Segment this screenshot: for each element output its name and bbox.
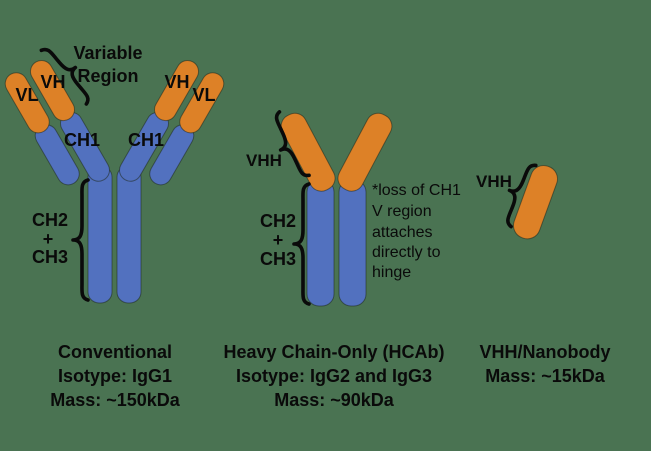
vl-label-left: VL xyxy=(15,85,38,105)
conventional-ch2-label: CH2 xyxy=(32,210,68,230)
hcab-note-line3: attaches xyxy=(372,224,432,241)
ch1-label-left: CH1 xyxy=(64,130,100,150)
conventional-plus-label: + xyxy=(43,229,54,249)
vl-label-right: VL xyxy=(192,85,215,105)
hcab-vhh-domain-left xyxy=(280,112,336,192)
hcab-caption-line3: Mass: ~90kDa xyxy=(274,390,395,410)
variable-region-label-line1: Variable xyxy=(73,43,142,63)
conventional-fc-rod-left xyxy=(87,165,113,304)
nanobody-caption-line2: Mass: ~15kDa xyxy=(485,366,606,386)
hcab-vhh-domain-right xyxy=(337,112,393,192)
conventional-ch3-label: CH3 xyxy=(32,247,68,267)
hcab-note-line5: hinge xyxy=(372,264,411,281)
vh-label-right: VH xyxy=(164,72,189,92)
variable-region-brace xyxy=(39,47,90,106)
conventional-antibody: Variable Region VL VH VH VL CH1 CH1 CH2 … xyxy=(4,43,225,410)
conventional-caption-line1: Conventional xyxy=(58,342,172,362)
hcab-vhh-label: VHH xyxy=(246,151,282,170)
hcab-note-line2: V region xyxy=(372,203,432,220)
hcab-ch3-label: CH3 xyxy=(260,249,296,269)
nanobody: VHH VHH/Nanobody Mass: ~15kDa xyxy=(476,163,611,386)
hcab-ch2-label: CH2 xyxy=(260,211,296,231)
hcab-caption-line1: Heavy Chain-Only (HCAb) xyxy=(223,342,444,362)
nanobody-vhh-domain xyxy=(512,165,558,240)
nanobody-vhh-brace xyxy=(506,163,538,229)
hcab-fc-rod-left xyxy=(306,179,335,307)
conventional-caption-line2: Isotype: IgG1 xyxy=(58,366,172,386)
conventional-left-arm xyxy=(4,59,110,186)
variable-region-label-line2: Region xyxy=(78,66,139,86)
vl-domain-left xyxy=(4,72,50,134)
nanobody-vhh-label: VHH xyxy=(476,172,512,191)
hcab-antibody: VHH CH2 + CH3 *loss of CH1 V region atta… xyxy=(223,110,461,410)
vh-domain-left xyxy=(30,59,76,122)
hcab-fc-rod-right xyxy=(338,179,367,307)
vh-label-left: VH xyxy=(40,72,65,92)
conventional-ch2-ch3-brace xyxy=(71,178,90,302)
hcab-plus-label: + xyxy=(273,230,284,250)
hcab-note-line4: directly to xyxy=(372,244,441,261)
conventional-right-arm xyxy=(119,59,225,186)
hcab-ch2-ch3-brace xyxy=(292,182,311,306)
vh-domain-right xyxy=(154,59,199,122)
hcab-note-line1: *loss of CH1 xyxy=(372,182,461,199)
ch1-label-right: CH1 xyxy=(128,130,164,150)
hcab-caption-line2: Isotype: IgG2 and IgG3 xyxy=(236,366,432,386)
hcab-vhh-brace xyxy=(274,110,311,178)
vl-domain-right xyxy=(179,72,225,134)
conventional-caption-line3: Mass: ~150kDa xyxy=(50,390,181,410)
conventional-fc-rod-right xyxy=(116,165,142,304)
nanobody-caption-line1: VHH/Nanobody xyxy=(479,342,610,362)
